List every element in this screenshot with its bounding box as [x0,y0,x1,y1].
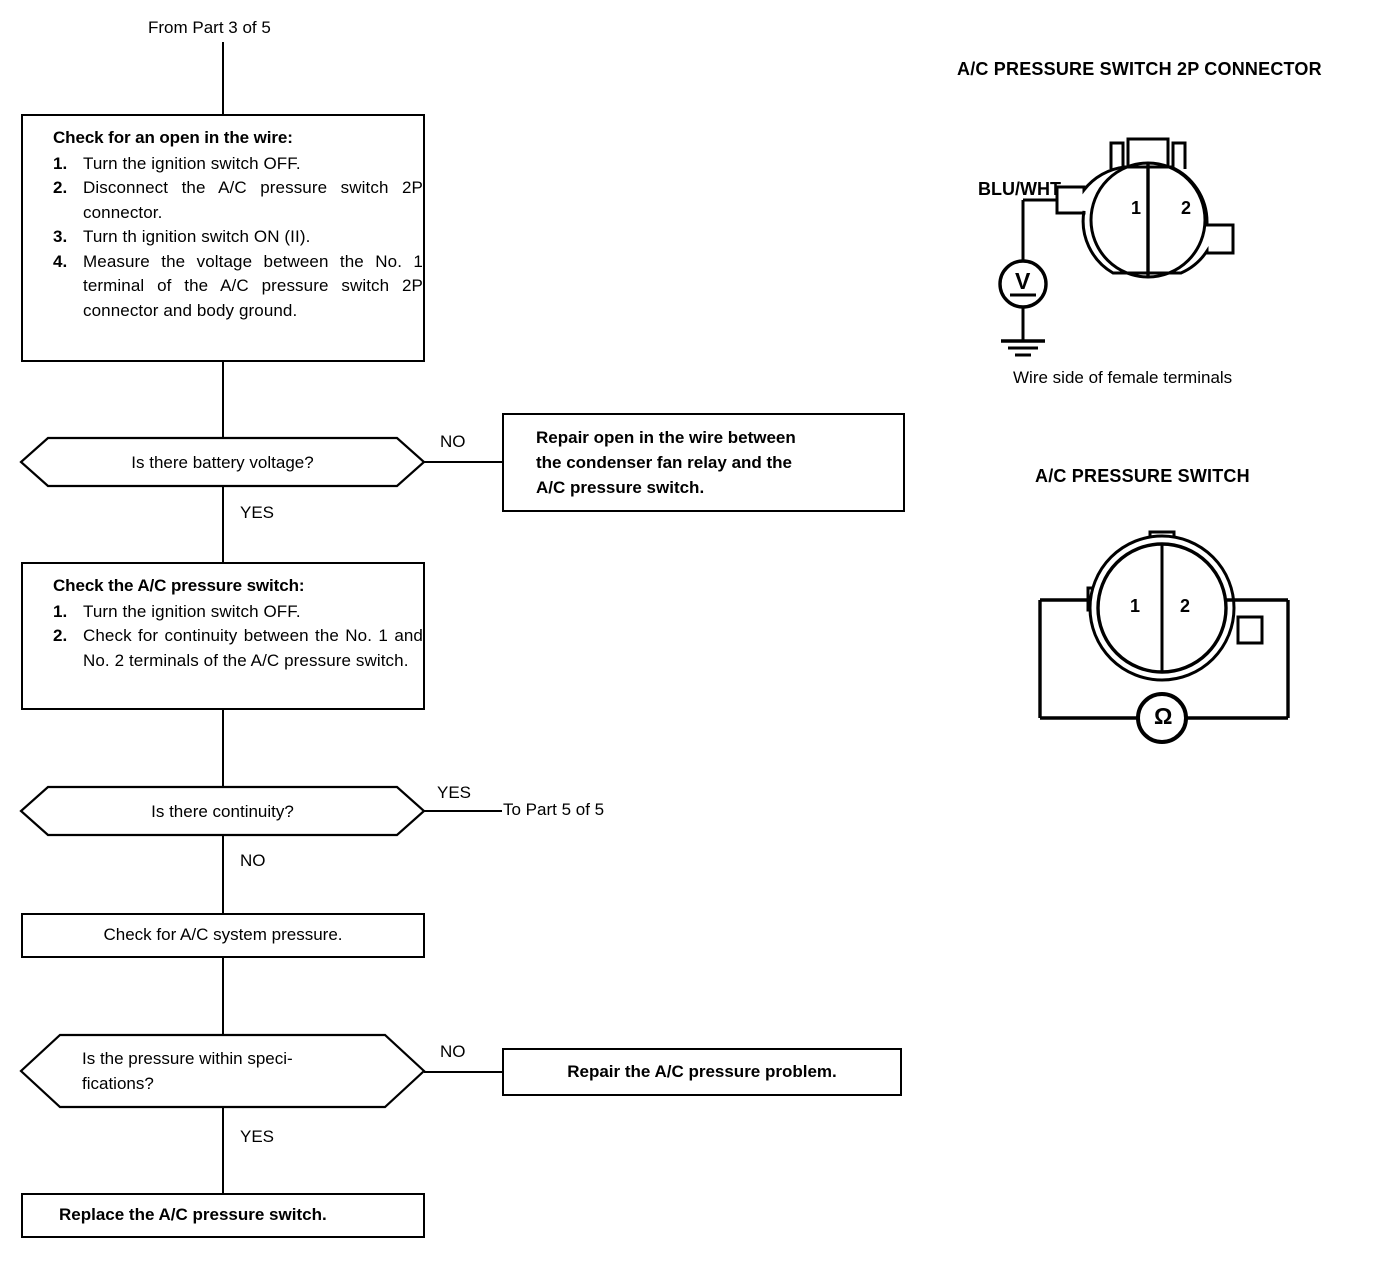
step-text: Disconnect the A/C pressure switch 2P co… [83,178,423,222]
step-text: Turn the ignition switch OFF. [83,153,301,173]
process-box-check-system-pressure: Check for A/C system pressure. [21,913,425,958]
process-box-check-pressure-switch: Check the A/C pressure switch: 1. Turn t… [21,562,425,710]
repair-text-line: the condenser fan relay and the [536,453,793,472]
decision-label: Is there continuity? [151,801,294,821]
step-text: Turn th ignition switch ON (II). [83,227,311,246]
connector-2p-diagram [998,137,1235,357]
process-box-text: Check for A/C system pressure. [103,925,343,945]
process-box-check-open-wire: Check for an open in the wire: 1. Turn t… [21,114,425,362]
repair-text-line: A/C pressure switch. [536,478,705,497]
decision-label-line: Is the pressure within speci- [82,1049,293,1068]
voltmeter-symbol-label: V [1015,268,1031,294]
step-number: 4. [53,251,68,271]
terminal-box-replace-switch: Replace the A/C pressure switch. [21,1193,425,1238]
entry-connector-label: From Part 3 of 5 [148,18,271,37]
process-step: 3. Turn th ignition switch ON (II). [53,225,423,250]
terminal-box-repair-open-wire: Repair open in the wire between the cond… [502,413,905,512]
branch-label-no-3: NO [440,1042,466,1061]
terminal-box-repair-pressure-problem: Repair the A/C pressure problem. [502,1048,902,1096]
decision-hexagon-shape [19,1033,426,1109]
terminal-box-text: Repair the A/C pressure problem. [567,1061,837,1081]
connector-line-decision3-yes [222,1108,224,1193]
process-step: 1. Turn the ignition switch OFF. [53,152,423,177]
connector-line-box2-to-decision2 [222,710,224,786]
connector-line-box1-to-decision1 [222,362,224,437]
wire-color-label-blu-wht: BLU/WHT [978,179,1061,199]
branch-label-yes-2: YES [437,783,472,802]
step-text: Turn the ignition switch OFF. [83,601,301,621]
step-number: 1. [53,153,68,173]
switch-terminal-1-label: 1 [1130,596,1141,616]
decision-pressure-within-spec: Is the pressure within speci- fications? [19,1033,426,1109]
panel-caption-wire-side: Wire side of female terminals [1013,368,1233,387]
process-box-title: Check for an open in the wire: [53,128,293,147]
repair-text-line: Repair open in the wire between [536,428,796,447]
branch-label-no-2: NO [240,851,266,870]
connector-terminal-1-label: 1 [1131,198,1142,218]
ohmmeter-symbol-label: Ω [1154,703,1173,729]
connector-line-decision2-yes [424,810,502,812]
process-step: 4. Measure the voltage between the No. 1… [53,250,423,324]
step-number: 3. [53,227,68,246]
decision-continuity: Is there continuity? [19,785,426,837]
step-number: 2. [53,178,68,197]
step-text: Measure the voltage between the No. 1 te… [83,251,423,320]
process-step-list: 1. Turn the ignition switch OFF. 2. Disc… [53,152,423,324]
process-step-list: 1. Turn the ignition switch OFF. 2. Chec… [53,600,423,674]
decision-hexagon-shape [19,785,426,837]
connector-line-decision3-no [424,1071,502,1073]
connector-line-decision1-no [424,461,502,463]
connector-line-decision2-no [222,836,224,913]
branch-label-yes-3: YES [240,1127,275,1146]
process-step: 2. Check for continuity between the No. … [53,624,423,673]
switch-terminal-2-label: 2 [1180,596,1191,616]
decision-label-line: fications? [82,1074,154,1093]
branch-label-no-1: NO [440,432,466,451]
decision-hexagon-shape [19,436,426,488]
step-text: Check for continuity between the No. 1 a… [83,626,423,670]
repair-text-block: Repair open in the wire between the cond… [504,425,826,500]
panel-heading-2p-connector: A/C PRESSURE SWITCH 2P CONNECTOR [957,59,1322,79]
connector-line-decision1-yes [222,487,224,562]
exit-connector-label: To Part 5 of 5 [503,800,605,819]
process-box-title: Check the A/C pressure switch: [53,576,305,595]
decision-label: Is the pressure within speci- fications? [20,1034,425,1108]
decision-label: Is there battery voltage? [131,452,314,472]
connector-terminal-2-label: 2 [1181,198,1192,218]
step-number: 1. [53,601,68,621]
step-number: 2. [53,626,68,645]
terminal-box-text: Replace the A/C pressure switch. [59,1205,327,1225]
connector-line-entry [222,42,224,114]
decision-battery-voltage: Is there battery voltage? [19,436,426,488]
process-step: 1. Turn the ignition switch OFF. [53,600,423,625]
connector-line-box3-to-decision3 [222,958,224,1034]
branch-label-yes-1: YES [240,503,275,522]
panel-heading-pressure-switch: A/C PRESSURE SWITCH [1035,466,1250,486]
process-step: 2. Disconnect the A/C pressure switch 2P… [53,176,423,225]
pressure-switch-diagram [1038,530,1290,744]
